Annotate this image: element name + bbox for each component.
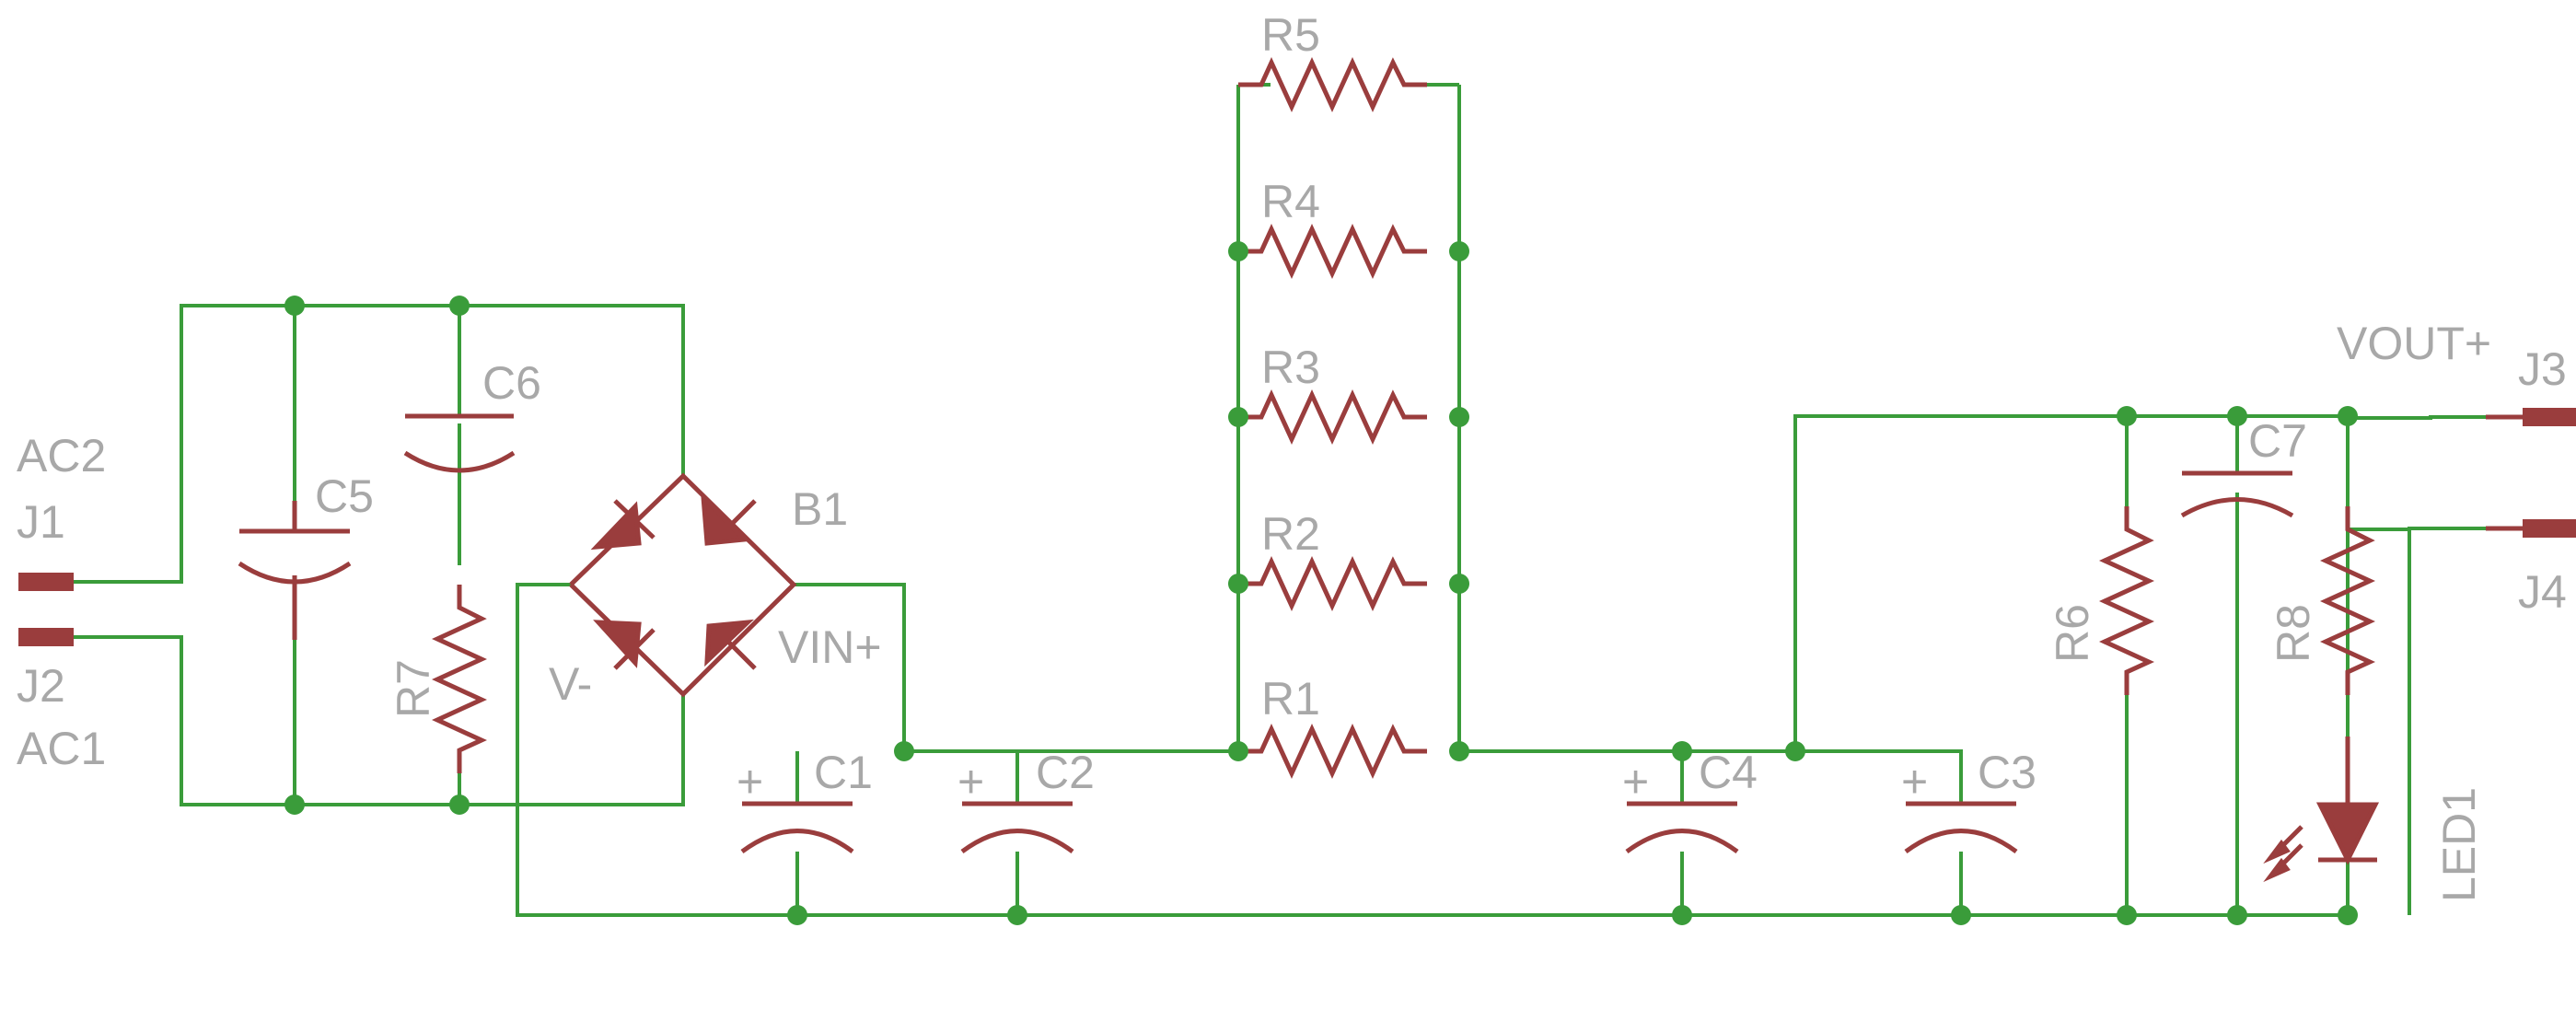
plus-sign-c1: + xyxy=(737,756,763,807)
junction-dot xyxy=(1449,407,1469,427)
bridge-rectifier-b1 xyxy=(569,472,797,698)
label-v-minus: V- xyxy=(549,658,592,710)
label-ac1: AC1 xyxy=(17,723,106,774)
junction-dot xyxy=(787,905,807,925)
junction-dot xyxy=(1007,905,1027,925)
label-r6: R6 xyxy=(2047,604,2098,663)
components xyxy=(18,63,2576,883)
capacitor-c2 xyxy=(960,801,1074,854)
plus-sign-c3: + xyxy=(1901,756,1928,807)
junction-dot xyxy=(1228,407,1248,427)
junction-dot xyxy=(284,794,305,815)
resistor-r1 xyxy=(1238,729,1427,773)
capacitor-c7 xyxy=(2180,470,2294,518)
capacitor-c5 xyxy=(238,501,352,640)
label-j2: J2 xyxy=(17,660,65,712)
label-r8: R8 xyxy=(2268,604,2319,663)
junction-dot xyxy=(894,741,914,761)
label-c3: C3 xyxy=(1978,747,2036,798)
junction-dot xyxy=(449,296,470,316)
led-led1 xyxy=(2263,736,2380,883)
label-c4: C4 xyxy=(1699,747,1758,798)
label-c7: C7 xyxy=(2248,415,2307,467)
junction-dot xyxy=(1228,241,1248,261)
junction-dot xyxy=(2117,406,2137,426)
label-r1: R1 xyxy=(1261,673,1320,725)
junction-dot xyxy=(2117,905,2137,925)
junction-dot xyxy=(1449,574,1469,594)
junction-dot xyxy=(2338,905,2358,925)
label-led1: LED1 xyxy=(2433,787,2485,902)
connector-j3 xyxy=(2523,408,2576,426)
connector-j4 xyxy=(2523,519,2576,538)
labels: AC2 J1 J2 AC1 C5 C6 R7 B1 V- VIN+ C1 C2 … xyxy=(17,9,2567,902)
label-r2: R2 xyxy=(1261,508,1320,560)
junction-dot xyxy=(1672,741,1692,761)
connector-j2 xyxy=(18,628,74,646)
junction-dot xyxy=(2227,905,2247,925)
capacitor-c4 xyxy=(1625,801,1739,854)
connector-j1 xyxy=(18,573,74,591)
label-ac2: AC2 xyxy=(17,430,106,481)
label-c1: C1 xyxy=(814,747,873,798)
plus-sign-c2: + xyxy=(957,756,984,807)
plus-sign-c4: + xyxy=(1622,756,1649,807)
resistor-r6 xyxy=(2105,506,2149,695)
junction-dot xyxy=(284,296,305,316)
resistor-r3 xyxy=(1238,395,1427,439)
label-c2: C2 xyxy=(1036,747,1095,798)
label-j4: J4 xyxy=(2518,566,2567,618)
capacitor-c6 xyxy=(403,413,516,473)
junction-dot xyxy=(1228,741,1248,761)
capacitor-c1 xyxy=(740,801,854,854)
label-r4: R4 xyxy=(1261,176,1320,227)
junction-dot xyxy=(1228,574,1248,594)
label-vout-plus: VOUT+ xyxy=(2337,318,2491,369)
label-j1: J1 xyxy=(17,496,65,548)
junction-dot xyxy=(1785,741,1805,761)
label-c5: C5 xyxy=(315,470,374,522)
label-r3: R3 xyxy=(1261,342,1320,393)
junction-dot xyxy=(2227,406,2247,426)
junction-dot xyxy=(449,794,470,815)
junctions xyxy=(284,241,2358,925)
capacitor-c3 xyxy=(1904,801,2018,854)
label-r7: R7 xyxy=(388,659,439,718)
label-c6: C6 xyxy=(482,357,541,409)
wires xyxy=(74,83,2486,917)
label-j3: J3 xyxy=(2518,343,2567,395)
junction-dot xyxy=(1449,741,1469,761)
label-b1: B1 xyxy=(792,483,848,535)
label-vin-plus: VIN+ xyxy=(778,621,882,673)
resistor-r7 xyxy=(437,585,482,773)
junction-dot xyxy=(1672,905,1692,925)
junction-dot xyxy=(1951,905,1971,925)
label-r5: R5 xyxy=(1261,9,1320,61)
resistor-r4 xyxy=(1238,229,1427,273)
junction-dot xyxy=(2338,406,2358,426)
resistor-r2 xyxy=(1238,562,1427,606)
junction-dot xyxy=(1449,241,1469,261)
